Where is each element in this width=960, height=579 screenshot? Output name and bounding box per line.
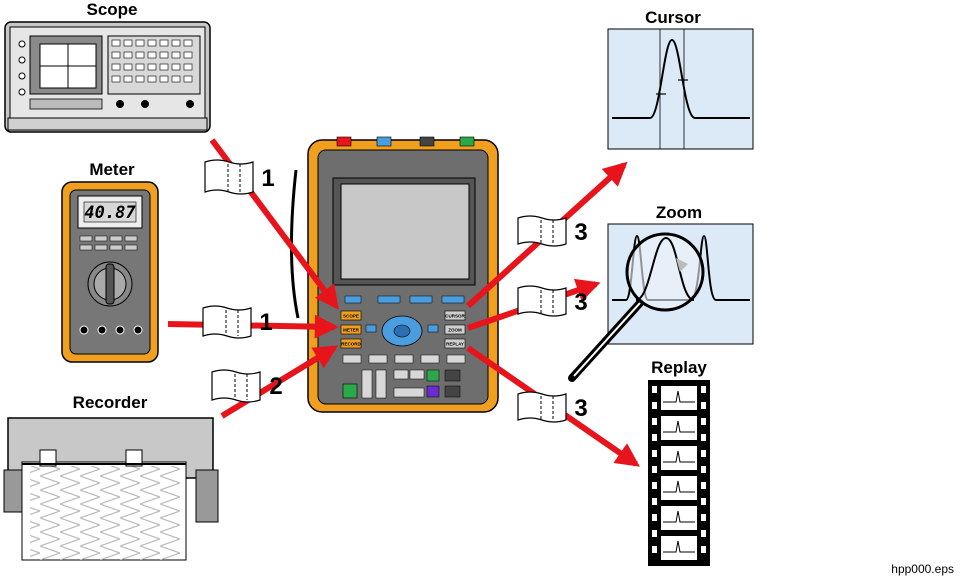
callout-replay-number: 3 <box>574 395 587 422</box>
device-top-connectors <box>336 136 475 147</box>
film-sprockets-left <box>652 386 657 553</box>
device-bottom-keypad <box>342 369 461 399</box>
record-button[interactable] <box>340 338 362 349</box>
device-screen <box>340 183 470 280</box>
callout-recorder: 2 <box>211 369 283 403</box>
scope-label: Scope <box>86 0 137 19</box>
scope-knobs-left <box>18 40 26 96</box>
film-frames <box>661 386 697 560</box>
meter-display-value: 40.87 <box>84 203 136 223</box>
replay-button[interactable] <box>444 338 466 349</box>
replay-filmstrip: Replay <box>648 358 710 566</box>
callout-zoom-number: 3 <box>574 289 587 316</box>
callout-zoom: 3 <box>517 285 588 317</box>
meter-buttons <box>79 235 138 251</box>
device-function-keys <box>344 295 465 304</box>
scope-screen <box>39 43 97 89</box>
callout-replay: 3 <box>517 391 588 423</box>
callout-meter: 1 <box>202 305 273 339</box>
power-button[interactable] <box>342 383 358 399</box>
recorder-illustration: Recorder <box>3 393 219 561</box>
callout-scope-number: 1 <box>261 165 274 192</box>
filename-label: hpp000.eps <box>891 562 954 576</box>
cursor-label: Cursor <box>645 8 701 27</box>
meter-input-jacks <box>79 325 143 335</box>
zoom-panel: Zoom <box>568 203 754 382</box>
scope-button[interactable] <box>340 310 362 321</box>
device-navigation-pad[interactable] <box>365 315 439 347</box>
zoom-label: Zoom <box>656 203 702 222</box>
cursor-button-label: CURSOR <box>445 314 465 319</box>
meter-rotary-dial <box>87 261 133 307</box>
meter-button-label: METER <box>343 328 360 333</box>
callout-recorder-number: 2 <box>269 373 282 400</box>
meter-illustration: 40.87 Meter <box>61 160 159 363</box>
scope-illustration: Scope <box>4 0 211 133</box>
record-button-label: RECORD <box>341 342 361 347</box>
cursor-panel: Cursor <box>607 8 754 150</box>
callout-cursor-number: 3 <box>574 219 587 246</box>
scope-button-label: SCOPE <box>343 314 359 319</box>
replay-label: Replay <box>651 358 707 377</box>
scope-control-grid <box>107 35 201 95</box>
callout-meter-number: 1 <box>259 309 272 336</box>
scopemeter-device: SCOPE METER RECORD CURSOR ZOOM REPLAY <box>289 136 499 413</box>
callout-scope: 1 <box>204 159 275 195</box>
scope-bottom-knobs <box>29 98 194 110</box>
arrow-recorder <box>220 345 339 419</box>
film-sprockets-right <box>701 386 706 553</box>
device-softkey-row <box>342 354 466 364</box>
callout-cursor: 3 <box>517 215 588 247</box>
recorder-label: Recorder <box>73 393 148 412</box>
magnifier-icon <box>568 232 705 382</box>
meter-button[interactable] <box>340 324 362 335</box>
replay-button-label: REPLAY <box>446 342 464 347</box>
zoom-button[interactable] <box>444 324 466 335</box>
cursor-button[interactable] <box>444 310 466 321</box>
meter-label: Meter <box>89 160 135 179</box>
zoom-button-label: ZOOM <box>448 328 462 333</box>
